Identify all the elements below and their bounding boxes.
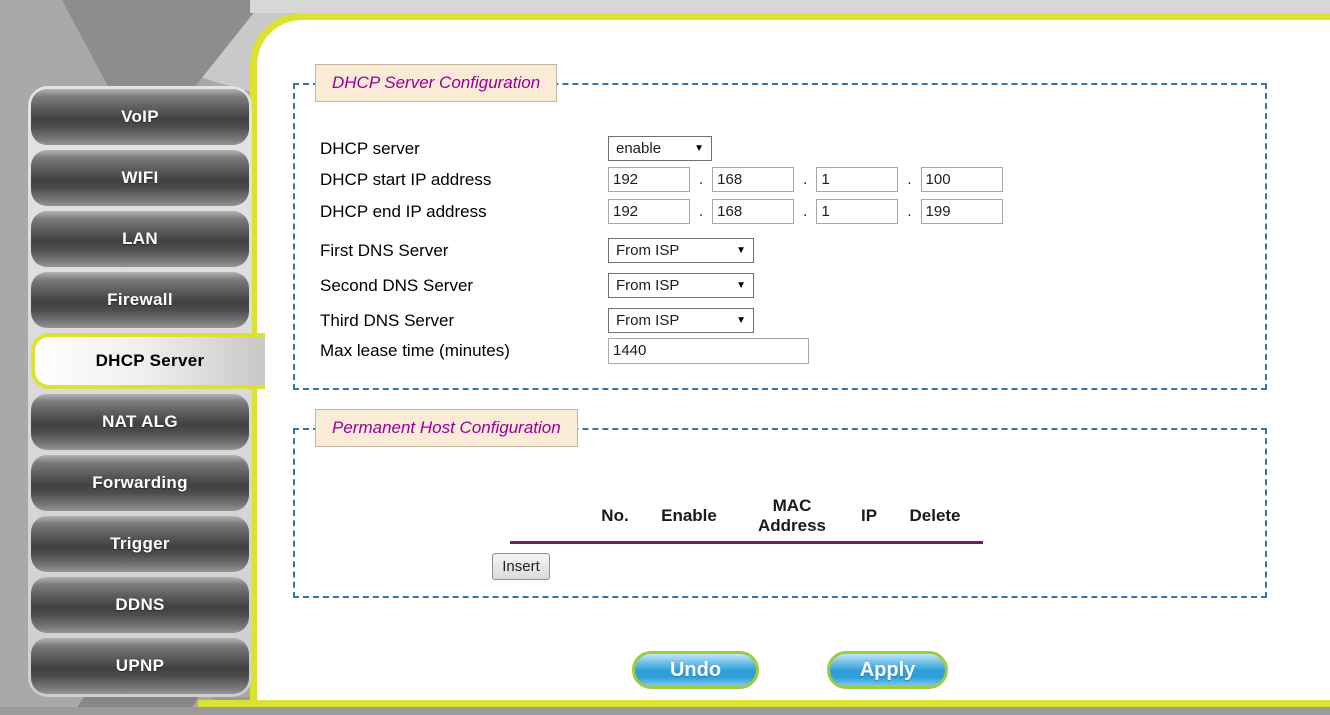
ip-dot-separator: . bbox=[907, 203, 912, 220]
dns2-label: Second DNS Server bbox=[320, 275, 474, 295]
dns1-select-value: From ISP bbox=[616, 242, 680, 259]
dns2-row: Second DNS Server From ISP ▼ bbox=[320, 272, 1255, 299]
dropdown-arrow-icon: ▼ bbox=[736, 245, 746, 256]
ip-dot-separator: . bbox=[907, 171, 912, 188]
start-ip-octet-4[interactable] bbox=[920, 167, 1003, 192]
dhcp-config-legend: DHCP Server Configuration bbox=[315, 64, 558, 102]
sidebar-item-nat-alg[interactable]: NAT ALG bbox=[31, 394, 249, 450]
dns1-select[interactable]: From ISP ▼ bbox=[608, 238, 754, 263]
col-header-enable: Enable bbox=[661, 505, 717, 525]
lease-row: Max lease time (minutes) bbox=[320, 337, 1255, 364]
start-ip-octet-1[interactable] bbox=[608, 167, 690, 192]
end-ip-octet-1[interactable] bbox=[608, 199, 690, 224]
dns3-select[interactable]: From ISP ▼ bbox=[608, 308, 754, 333]
ip-dot-separator: . bbox=[803, 203, 808, 220]
bottom-gray-strip bbox=[0, 707, 1330, 715]
dns1-row: First DNS Server From ISP ▼ bbox=[320, 237, 1255, 264]
ip-dot-separator: . bbox=[699, 203, 704, 220]
dhcp-server-select-value: enable bbox=[616, 140, 662, 157]
host-table-header-row: No. Enable MAC Address IP Delete bbox=[510, 490, 983, 544]
dropdown-arrow-icon: ▼ bbox=[736, 280, 746, 291]
sidebar-nav: VoIP WIFI LAN Firewall DHCP Server NAT A… bbox=[28, 86, 265, 697]
dropdown-arrow-icon: ▼ bbox=[736, 315, 746, 326]
top-gray-strip bbox=[250, 0, 1330, 13]
sidebar-item-forwarding[interactable]: Forwarding bbox=[31, 455, 249, 511]
sidebar-item-voip[interactable]: VoIP bbox=[31, 89, 249, 145]
sidebar-item-ddns[interactable]: DDNS bbox=[31, 577, 249, 633]
ip-dot-separator: . bbox=[803, 171, 808, 188]
end-ip-row: DHCP end IP address . . . bbox=[320, 198, 1255, 225]
col-header-ip: IP bbox=[860, 505, 878, 525]
start-ip-octet-2[interactable] bbox=[712, 167, 795, 192]
start-ip-row: DHCP start IP address . . . bbox=[320, 166, 1255, 193]
dns3-label: Third DNS Server bbox=[320, 310, 455, 330]
sidebar-item-firewall[interactable]: Firewall bbox=[31, 272, 249, 328]
start-ip-octet-3[interactable] bbox=[816, 167, 899, 192]
sidebar-item-trigger[interactable]: Trigger bbox=[31, 516, 249, 572]
dns2-select-value: From ISP bbox=[616, 277, 680, 294]
end-ip-octet-2[interactable] bbox=[712, 199, 795, 224]
ip-dot-separator: . bbox=[699, 171, 704, 188]
dns3-select-value: From ISP bbox=[616, 312, 680, 329]
lease-label: Max lease time (minutes) bbox=[320, 340, 510, 360]
insert-button[interactable]: Insert bbox=[492, 553, 550, 580]
end-ip-label: DHCP end IP address bbox=[320, 201, 487, 221]
dhcp-server-row: DHCP server enable ▼ bbox=[320, 135, 1255, 162]
bottom-yellow-bar bbox=[198, 700, 1330, 707]
apply-button[interactable]: Apply bbox=[827, 651, 948, 689]
end-ip-octet-3[interactable] bbox=[816, 199, 899, 224]
lease-input[interactable] bbox=[608, 337, 809, 364]
sidebar-item-lan[interactable]: LAN bbox=[31, 211, 249, 267]
dropdown-arrow-icon: ▼ bbox=[694, 143, 704, 154]
sidebar-item-dhcp-server[interactable]: DHCP Server bbox=[31, 333, 265, 389]
dns1-label: First DNS Server bbox=[320, 240, 449, 260]
sidebar-item-wifi[interactable]: WIFI bbox=[31, 150, 249, 206]
dhcp-config-fieldset: DHCP Server Configuration DHCP server en… bbox=[293, 64, 1267, 390]
dns3-row: Third DNS Server From ISP ▼ bbox=[320, 307, 1255, 334]
col-header-no: No. bbox=[601, 505, 629, 525]
host-config-legend: Permanent Host Configuration bbox=[315, 409, 578, 447]
end-ip-octet-4[interactable] bbox=[920, 199, 1003, 224]
col-header-delete: Delete bbox=[909, 505, 961, 525]
start-ip-label: DHCP start IP address bbox=[320, 169, 492, 189]
dhcp-server-select[interactable]: enable ▼ bbox=[608, 136, 712, 161]
dns2-select[interactable]: From ISP ▼ bbox=[608, 273, 754, 298]
host-config-fieldset: Permanent Host Configuration No. Enable … bbox=[293, 409, 1267, 598]
dhcp-server-label: DHCP server bbox=[320, 138, 420, 158]
sidebar-item-upnp[interactable]: UPNP bbox=[31, 638, 249, 694]
col-header-mac-address: MAC Address bbox=[757, 495, 827, 535]
undo-button[interactable]: Undo bbox=[632, 651, 759, 689]
